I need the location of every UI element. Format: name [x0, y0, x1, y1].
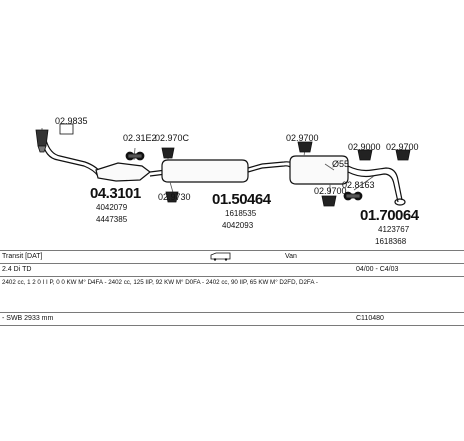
exhaust-system-diagram [35, 123, 411, 207]
catalog-code-text: C110480 [356, 315, 384, 322]
reference-number: 4123767 [378, 225, 410, 234]
reference-number: 4447385 [96, 215, 128, 224]
part-number: 02.8163 [342, 180, 375, 190]
part-number: 02.9700 [314, 186, 347, 196]
engine-text: 2.4 Di TD [2, 266, 32, 273]
part-number: 02.9000 [348, 142, 381, 152]
tail-pipe [347, 165, 403, 201]
rubber-mount-icon [161, 147, 175, 159]
downpipe-inner [45, 139, 101, 173]
reference-number: 4042079 [96, 203, 128, 212]
part-number: 02.970C [155, 133, 190, 143]
part-number: Ø55 [332, 159, 350, 169]
rear-silencer [289, 155, 349, 185]
spec-text: 2402 cc, 1 2 0 I I P, 0 0 KW M° D4FA - 2… [2, 279, 318, 286]
divider [0, 250, 464, 251]
reference-number: 1618368 [375, 237, 407, 246]
divider [0, 312, 464, 313]
part-number: 02.31E2 [123, 133, 157, 143]
van-icon [210, 252, 232, 263]
part-number-large: 01.70064 [360, 207, 419, 224]
reference-number: 1618535 [225, 209, 257, 218]
body-type-text: Van [285, 253, 297, 260]
part-number-large: 01.50464 [212, 191, 271, 208]
part-number: 02.9700 [386, 142, 419, 152]
catalytic-converter [95, 162, 151, 182]
year-range-text: 04/00 - C4/03 [356, 266, 399, 273]
clamp-icon [59, 123, 74, 135]
wheelbase-text: - SWB 2933 mm [2, 315, 54, 322]
divider [0, 263, 464, 264]
reference-number: 4042093 [222, 221, 254, 230]
part-number: 02.9700 [286, 133, 319, 143]
divider [0, 276, 464, 277]
middle-silencer [161, 159, 249, 183]
part-number: 02.9835 [55, 116, 88, 126]
part-number-large: 04.3101 [90, 185, 141, 202]
part-number: 02.9730 [158, 192, 191, 202]
divider [0, 325, 464, 326]
model-text: Transit [DAT] [2, 253, 43, 260]
